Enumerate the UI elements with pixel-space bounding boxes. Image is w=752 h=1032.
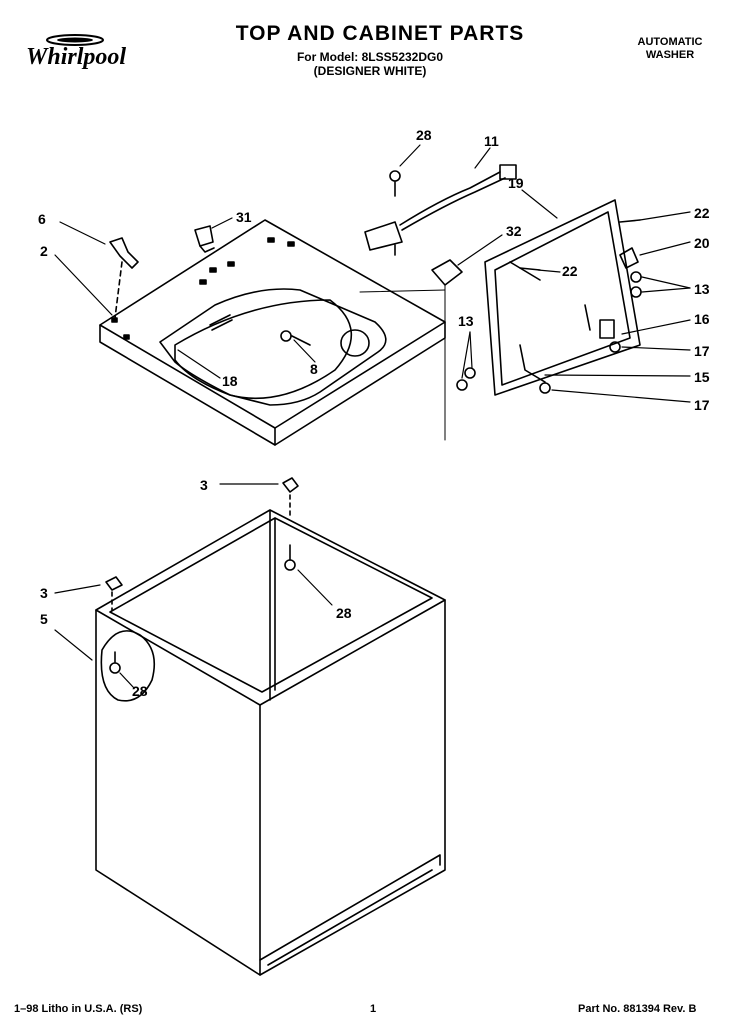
footer-part-number: Part No. 881394 Rev. B: [578, 1003, 697, 1015]
callout-20: 20: [694, 235, 710, 251]
callout-32: 32: [506, 223, 522, 239]
model-line: For Model: 8LSS5232DG0: [296, 50, 444, 64]
hinge-screws-13: [456, 271, 642, 391]
callout-5: 5: [40, 611, 48, 627]
screw-28-top: [389, 170, 401, 197]
lid-bumper-22: [519, 219, 641, 271]
callout-16: 16: [694, 311, 710, 327]
callout-17-upper: 17: [694, 343, 710, 359]
callout-8: 8: [310, 361, 318, 377]
hinge-20: [619, 247, 639, 269]
whirlpool-logo: [30, 30, 180, 80]
screw-28-cabinet-rear: [284, 544, 296, 571]
page-title: TOP AND CABINET PARTS: [235, 22, 525, 45]
callout-19: 19: [508, 175, 524, 191]
screw-28-cabinet-front: [109, 651, 121, 674]
lid-actuator-32: [359, 259, 463, 441]
callout-3-front: 3: [40, 585, 48, 601]
cabinet-clip-3-rear: [282, 477, 299, 516]
callout-17-lower: 17: [694, 397, 710, 413]
callout-31: 31: [236, 209, 252, 225]
callout-15: 15: [694, 369, 710, 385]
color-line: (DESIGNER WHITE): [313, 64, 427, 78]
screw-8: [280, 330, 311, 346]
hinge-bracket-6: [109, 237, 139, 319]
callout-28-cabinet: 28: [336, 605, 352, 621]
callout-6: 6: [38, 211, 46, 227]
product-line-2: WASHER: [645, 49, 695, 61]
footer-litho: 1–98 Litho in U.S.A. (RS): [14, 1003, 143, 1015]
callout-13-right: 13: [694, 281, 710, 297]
callout-11: 11: [484, 133, 499, 149]
callout-22-inner: 22: [562, 263, 578, 279]
model-info: For Model: 8LSS5232DG0 (DESIGNER WHITE): [240, 50, 500, 78]
callout-22-right: 22: [694, 205, 710, 221]
hinge-bushings-17: [539, 341, 621, 394]
product-type: AUTOMATIC WASHER: [610, 36, 730, 62]
callout-18: 18: [222, 373, 238, 389]
callout-28-top: 28: [416, 127, 432, 143]
clip-31: [194, 225, 215, 253]
lid-frame-19: [484, 199, 641, 396]
leader-lines: [54, 144, 691, 689]
callout-3-rear: 3: [200, 477, 208, 493]
callout-28-panel: 28: [132, 683, 148, 699]
washer-top-panel: [99, 219, 446, 446]
footer-page-number: 1: [370, 1003, 377, 1015]
logo-swoosh-icon: [46, 34, 104, 46]
cabinet-clip-3-front: [105, 576, 123, 611]
callout-13-left: 13: [458, 313, 474, 329]
washer-cabinet: [95, 509, 446, 976]
callout-2: 2: [40, 243, 48, 259]
wire-harness-11: [364, 164, 517, 256]
brand-name: Whirlpool: [26, 44, 127, 70]
product-line-1: AUTOMATIC: [637, 36, 703, 48]
